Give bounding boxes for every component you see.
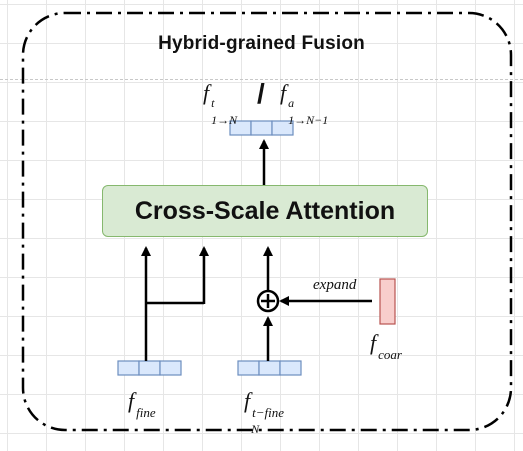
coarse-token bbox=[379, 278, 396, 325]
fine-token-strip bbox=[117, 360, 182, 376]
fine-branch-arrows bbox=[141, 246, 209, 361]
output-token-strip bbox=[229, 120, 294, 136]
expand-label: expand bbox=[313, 277, 357, 293]
add-operator-icon bbox=[256, 289, 280, 313]
guide-line bbox=[0, 79, 523, 80]
output-separator: / bbox=[257, 78, 265, 109]
module-title: Hybrid-grained Fusion bbox=[158, 33, 365, 54]
attention-label: Cross-Scale Attention bbox=[134, 196, 396, 225]
cross-scale-attention-block: Cross-Scale Attention bbox=[102, 185, 428, 237]
temporal-fine-token-strip bbox=[237, 360, 302, 376]
module-border bbox=[21, 11, 513, 432]
